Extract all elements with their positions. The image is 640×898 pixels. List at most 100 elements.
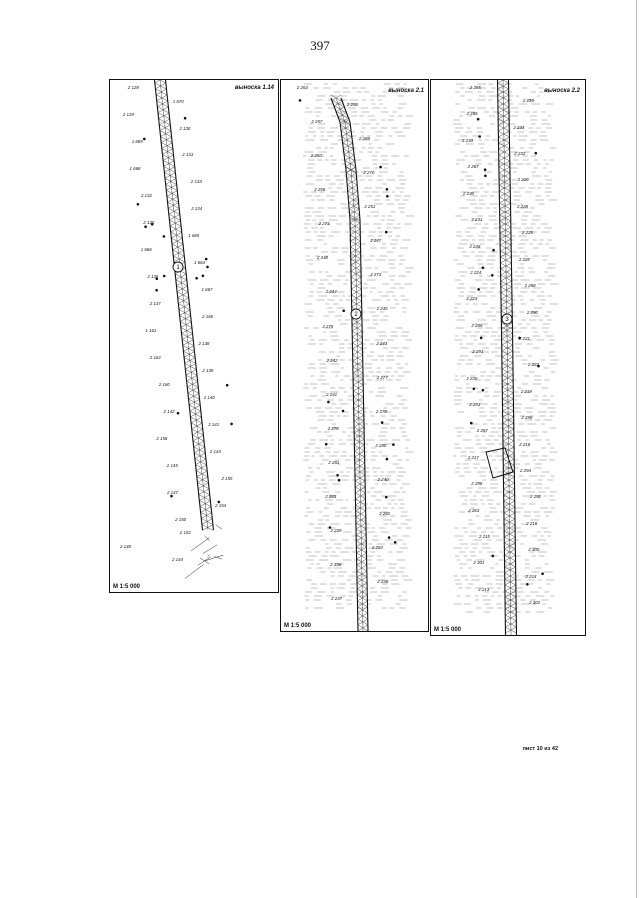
- survey-point: [155, 288, 158, 292]
- point-label: 2 288: [524, 283, 536, 289]
- corridor-hatch: [502, 404, 514, 412]
- survey-point: [324, 442, 328, 446]
- corridor-hatch: [357, 600, 368, 608]
- corridor-hatch: [356, 570, 368, 578]
- corridor-hatch: [342, 142, 354, 149]
- route-marker: [501, 313, 513, 325]
- point-label: 2 221: [519, 335, 530, 341]
- corridor-hatch: [505, 614, 517, 622]
- corridor-hatch: [353, 402, 364, 410]
- corridor-hatch: [165, 178, 177, 185]
- corridor-hatch: [353, 378, 364, 386]
- corridor-hatch: [350, 252, 361, 260]
- corridor-hatch: [182, 345, 195, 352]
- point-label: 2 142: [163, 408, 175, 414]
- leader-line: [197, 556, 211, 566]
- corridor-hatch: [171, 237, 183, 245]
- point-label: 2 150: [175, 516, 187, 522]
- corridor-hatch: [500, 262, 512, 270]
- survey-point: [386, 195, 389, 198]
- corridor-hatch: [505, 608, 517, 616]
- corridor-hatch: [502, 380, 514, 388]
- route-marker-number: 3: [505, 317, 509, 323]
- survey-point: [379, 165, 382, 169]
- point-label: 2 147: [167, 489, 178, 495]
- panel-title: выноска 2.2: [544, 88, 580, 94]
- corridor-hatch: [354, 480, 366, 488]
- survey-point: [298, 99, 302, 102]
- point-label: 2 241: [326, 391, 338, 397]
- corridor-hatch: [503, 488, 515, 496]
- corridor-hatch: [357, 618, 368, 626]
- point-label: 2 223: [466, 296, 478, 302]
- corridor-hatch: [500, 304, 513, 312]
- corridor-hatch: [351, 300, 362, 308]
- survey-point: [327, 400, 330, 404]
- point-label: 2 137: [149, 300, 161, 306]
- point-label: 2 215: [478, 534, 490, 539]
- corridor-hatch: [356, 546, 367, 554]
- survey-point: [144, 225, 147, 228]
- point-label: 2 300: [528, 547, 540, 553]
- point-label: 2 273: [370, 272, 382, 278]
- corridor-hatch: [170, 226, 182, 233]
- point-label: 2 282: [379, 510, 391, 516]
- corridor-hatch: [500, 268, 512, 276]
- corridor-hatch: [168, 208, 180, 215]
- survey-point: [204, 257, 208, 261]
- corridor-hatch: [353, 390, 364, 398]
- point-label: 2 283: [325, 493, 337, 499]
- survey-point: [387, 536, 391, 539]
- corridor-hatch: [181, 327, 193, 334]
- point-label: 2 129: [122, 112, 134, 117]
- point-label: 2 234: [513, 124, 525, 130]
- corridor-hatch: [167, 196, 179, 203]
- point-label: 2 244: [325, 289, 337, 295]
- corridor-hatch: [163, 166, 176, 173]
- survey-point: [143, 137, 146, 141]
- survey-point: [162, 274, 166, 278]
- corridor-hatch: [353, 408, 364, 416]
- corridor-hatch: [192, 434, 204, 442]
- page-number: 397: [310, 38, 330, 53]
- point-label: 2 257: [311, 119, 323, 125]
- corridor-hatch: [352, 330, 363, 338]
- point-label: 2 237: [331, 596, 343, 601]
- point-label: 2 222: [528, 362, 539, 368]
- corridor-hatch: [349, 208, 360, 216]
- point-label: 2 158: [156, 435, 168, 441]
- leader-line: [190, 537, 210, 552]
- point-label: 2 140: [203, 395, 215, 401]
- corridor-hatch: [502, 422, 514, 430]
- corridor-axis: [159, 80, 209, 531]
- corridor-hatch: [497, 100, 510, 108]
- corridor-hatch: [345, 166, 357, 174]
- survey-point: [476, 117, 480, 121]
- corridor-hatch: [170, 231, 183, 239]
- survey-point: [217, 500, 221, 504]
- corridor-hatch: [179, 309, 191, 316]
- parcel-outline: [485, 447, 514, 479]
- corridor-hatch: [504, 602, 517, 610]
- survey-point: [483, 168, 487, 171]
- point-label: 2 160: [158, 381, 170, 387]
- survey-point: [136, 203, 140, 206]
- point-label: 2 297: [476, 428, 488, 434]
- corridor-hatch: [500, 280, 512, 288]
- corridor-hatch: [177, 297, 190, 304]
- corridor-hatch: [348, 202, 360, 210]
- corridor-hatch: [200, 506, 212, 513]
- corridor-hatch: [354, 474, 366, 482]
- corridor-hatch: [500, 274, 512, 282]
- corridor-hatch: [503, 524, 516, 532]
- corridor-hatch: [164, 172, 176, 179]
- corridor-hatch: [184, 363, 197, 370]
- survey-point: [150, 223, 154, 226]
- survey-point: [162, 235, 166, 238]
- point-label: 2 293: [469, 401, 481, 407]
- point-label: 2 243: [376, 340, 388, 346]
- corridor-hatch: [503, 500, 515, 508]
- corridor-hatch: [350, 264, 362, 272]
- corridor-hatch: [497, 94, 509, 102]
